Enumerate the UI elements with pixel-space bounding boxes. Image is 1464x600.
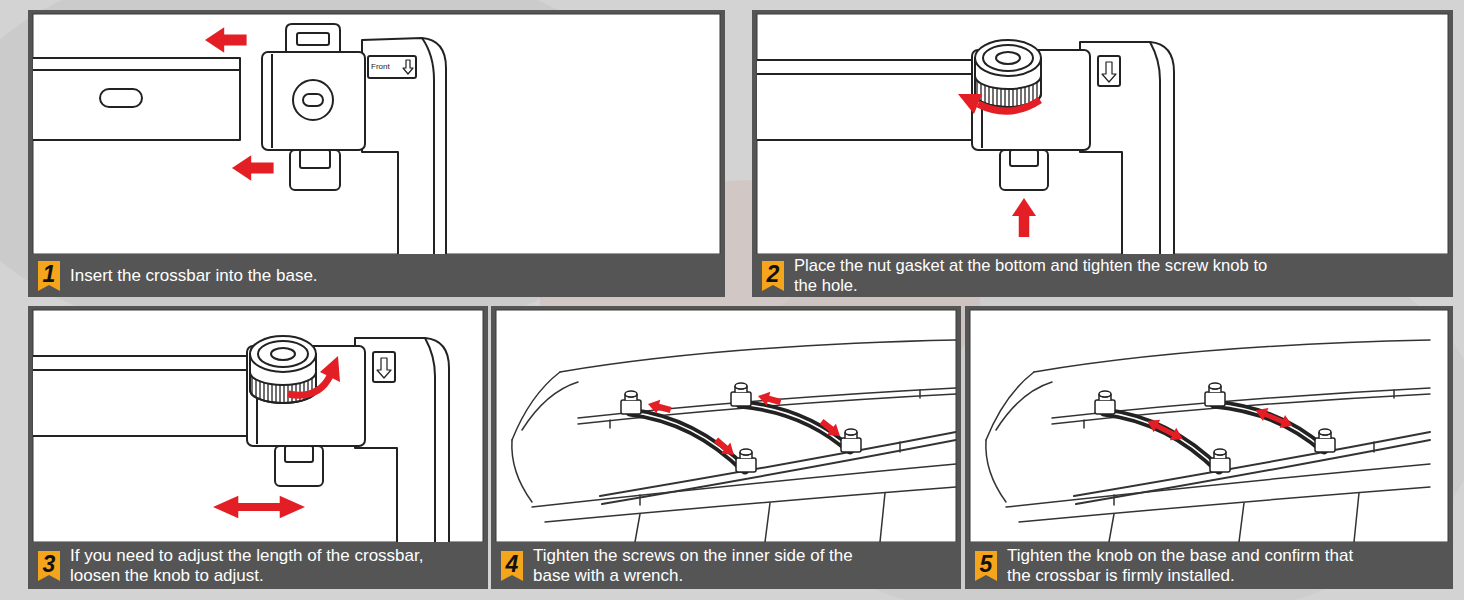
step-number-tag: 5 [975, 551, 997, 581]
step-number-tag: 3 [38, 551, 60, 581]
step-caption: Insert the crossbar into the base. [70, 266, 318, 286]
step-caption: If you need to adjust the length of the … [70, 546, 430, 585]
tag-ribbon [762, 261, 784, 291]
step-caption: Tighten the knob on the base and confirm… [1007, 546, 1377, 585]
step-caption-band: If you need to adjust the length of the … [28, 542, 488, 589]
step2-drawing [757, 40, 1174, 254]
step-number: 2 [762, 261, 784, 287]
direction-label: Front [371, 63, 390, 71]
step1-drawing [33, 24, 446, 254]
step-caption-band: Tighten the knob on the base and confirm… [965, 542, 1453, 589]
step-caption-band: Place the nut gasket at the bottom and t… [752, 254, 1453, 297]
step-caption: Place the nut gasket at the bottom and t… [794, 256, 1294, 294]
step4-drawing [512, 340, 956, 542]
step-number: 4 [501, 551, 523, 577]
step3-drawing [33, 336, 449, 542]
step-number: 3 [38, 551, 60, 577]
panel-frames [28, 10, 1453, 589]
tag-ribbon [501, 551, 523, 581]
step-number: 1 [38, 261, 60, 287]
step-caption-band: Tighten the screws on the inner side of … [491, 542, 961, 589]
step-caption-band: Insert the crossbar into the base. 1 [28, 254, 725, 297]
step-number-tag: 1 [38, 261, 60, 291]
step-number-tag: 2 [762, 261, 784, 291]
tag-ribbon [38, 551, 60, 581]
step-caption: Tighten the screws on the inner side of … [533, 546, 868, 585]
tag-ribbon [38, 261, 60, 291]
step-number-tag: 4 [501, 551, 523, 581]
tag-ribbon [975, 551, 997, 581]
step5-drawing [986, 340, 1430, 542]
step-number: 5 [975, 551, 997, 577]
